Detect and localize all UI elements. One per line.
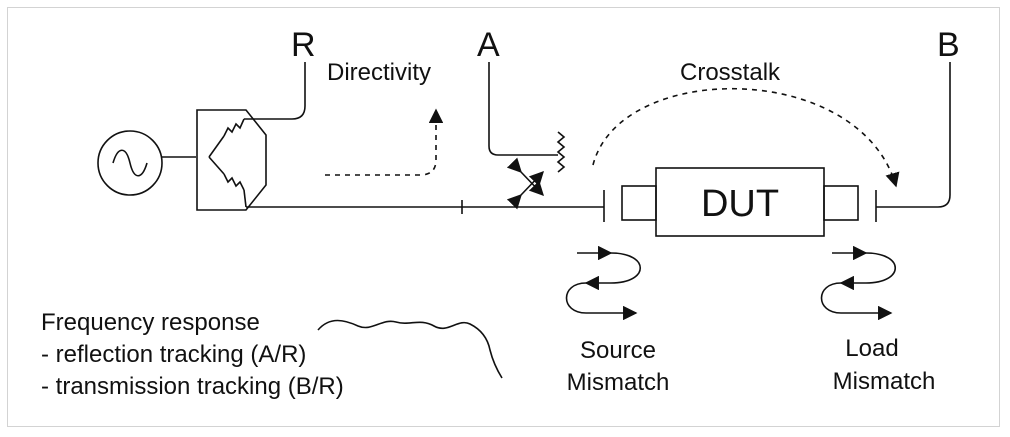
figure-frame (7, 7, 1000, 427)
crosstalk-arrow (592, 88, 900, 188)
resistor-icon (556, 131, 566, 173)
directivity-arrow (325, 108, 444, 176)
directivity-label: Directivity (327, 59, 431, 86)
frequency-response-curve (317, 319, 503, 379)
dut-label: DUT (701, 183, 779, 225)
dut-block (621, 167, 859, 237)
frequency-response-title: Frequency response (41, 309, 260, 336)
source-mismatch-label-line1: Source (580, 337, 656, 364)
port-a-label: A (477, 26, 500, 64)
load-mismatch-arrows-icon (820, 245, 896, 321)
frequency-response-item: - transmission tracking (B/R) (41, 373, 344, 400)
crosstalk-label: Crosstalk (680, 59, 781, 86)
port-a-line (488, 62, 558, 156)
frequency-response-item: - reflection tracking (A/R) (41, 341, 306, 368)
load-mismatch-label-line2: Mismatch (833, 368, 936, 395)
port-r-label: R (291, 26, 316, 64)
source-mismatch-arrows-icon (565, 245, 641, 321)
coupling-arrows-icon (506, 157, 544, 210)
port-b-label: B (937, 26, 960, 64)
port-b-line (876, 62, 951, 208)
resistive-bridge-icon (196, 109, 267, 211)
source-mismatch-label-line2: Mismatch (567, 369, 670, 396)
load-mismatch-label-line1: Load (845, 335, 898, 362)
reference-line (244, 62, 306, 120)
sine-source-icon (97, 130, 163, 196)
